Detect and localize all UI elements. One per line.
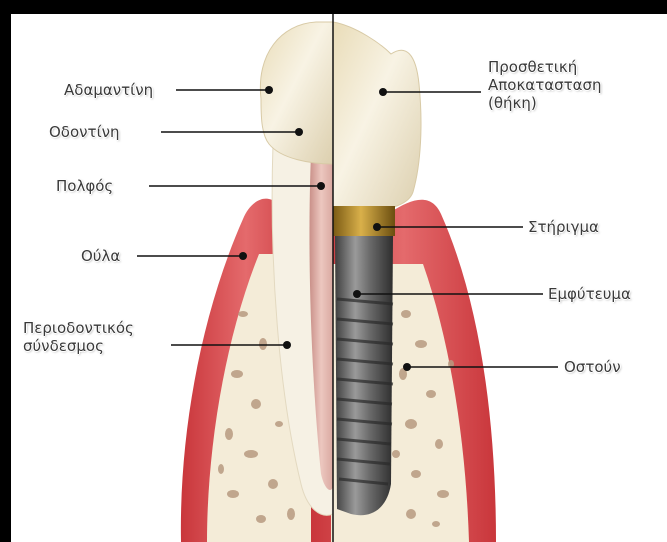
label-prosthetic-line3: (θήκη) bbox=[488, 94, 537, 113]
label-periodontal-line1: Περιοδοντικός bbox=[23, 319, 134, 338]
prosthetic-crown bbox=[333, 22, 421, 210]
label-prosthetic-line1: Προσθετική bbox=[488, 58, 577, 77]
label-dentin: Οδοντίνη bbox=[49, 123, 120, 142]
abutment-shape bbox=[333, 206, 395, 236]
diagram-panel: Αδαμαντίνη Οδοντίνη Πολφός Ούλα Περιοδον… bbox=[11, 14, 667, 542]
label-pulp: Πολφός bbox=[56, 177, 113, 196]
label-gum: Ούλα bbox=[81, 247, 120, 266]
label-periodontal-line2: σύνδεσμος bbox=[23, 337, 104, 356]
label-abutment: Στήριγμα bbox=[528, 218, 599, 237]
implant-body bbox=[335, 236, 393, 515]
label-prosthetic-line2: Αποκατασταση bbox=[488, 76, 602, 95]
label-implant: Εμφύτευμα bbox=[548, 285, 631, 304]
label-bone: Οστούν bbox=[564, 358, 621, 377]
label-enamel: Αδαμαντίνη bbox=[64, 81, 153, 100]
